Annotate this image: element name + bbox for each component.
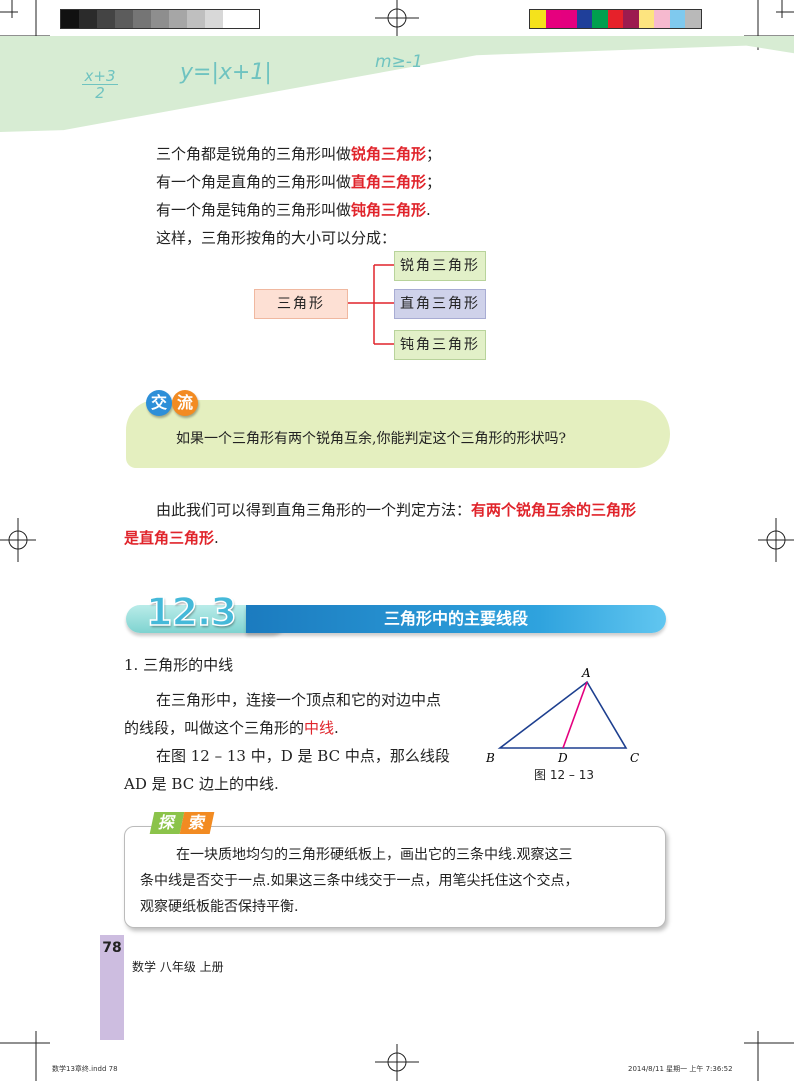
section-title: 三角形中的主要线段 — [383, 609, 528, 628]
slug-left: 数学13章终.indd 78 — [52, 1065, 118, 1073]
color-swatch — [669, 10, 685, 28]
color-swatch — [545, 10, 561, 28]
median-definition: 在三角形中，连接一个顶点和它的对边中点 的线段，叫做这个三角形的中线. 在图 1… — [124, 686, 474, 798]
header-formula-inequality: m≥-1 — [375, 52, 423, 72]
class-acute-triangle: 锐角三角形 — [394, 251, 486, 281]
median-ad — [562, 681, 588, 749]
explore-box — [124, 826, 666, 928]
page-number-strip — [100, 935, 124, 1040]
exchange-tag-1: 交 — [146, 390, 172, 416]
label-vertex-b: B — [485, 751, 495, 765]
label-vertex-c: C — [630, 751, 639, 765]
gray-swatch — [205, 10, 223, 28]
term-right: 直角三角形 — [351, 173, 427, 191]
color-swatch — [576, 10, 592, 28]
section-number: 12.3 — [145, 589, 237, 635]
header-formula-abs: y=|x+1| — [180, 60, 272, 85]
intro-definitions: 三个角都是锐角的三角形叫做锐角三角形； 有一个角是直角的三角形叫做直角三角形； … — [156, 140, 441, 252]
intro-line-classify: 这样，三角形按角的大小可以分成： — [156, 229, 397, 247]
gray-swatch — [97, 10, 115, 28]
gray-swatch — [133, 10, 151, 28]
term-acute: 锐角三角形 — [351, 145, 427, 163]
gray-swatch — [79, 10, 97, 28]
explore-tag-2: 索 — [179, 812, 215, 834]
grayscale-calibration-bar — [60, 9, 260, 29]
median-triangle-figure: A B C D — [485, 666, 639, 765]
label-midpoint-d: D — [557, 751, 568, 765]
figure-caption: 图 12 – 13 — [534, 768, 594, 782]
label-vertex-a: A — [581, 666, 591, 680]
gray-swatch — [61, 10, 79, 28]
gray-swatch — [169, 10, 187, 28]
conclusion-paragraph: 由此我们可以得到直角三角形的一个判定方法：有两个锐角互余的三角形 是直角三角形. — [124, 501, 637, 547]
exchange-bubble — [126, 400, 670, 468]
explore-tag-1: 探 — [149, 812, 185, 834]
intro-line-obtuse: 有一个角是钝角的三角形叫做钝角三角形. — [156, 201, 431, 219]
triangle-abc — [497, 680, 628, 749]
gray-swatch — [151, 10, 169, 28]
color-swatch — [561, 10, 577, 28]
section-title-bar — [246, 605, 666, 633]
term-right-criterion-2: 是直角三角形 — [124, 529, 215, 547]
median-example-line1: 在图 12 – 13 中，D 是 BC 中点，那么线段 — [156, 747, 450, 765]
color-swatch — [530, 10, 546, 28]
color-calibration-bar — [529, 9, 702, 29]
explore-tag: 探 索 — [149, 812, 216, 834]
class-obtuse-triangle: 钝角三角形 — [394, 330, 486, 360]
explore-text: 在一块质地均匀的三角形硬纸板上，画出它的三条中线.观察这三 条中线是否交于一点.… — [140, 847, 579, 915]
exchange-question: 如果一个三角形有两个锐角互余,你能判定这个三角形的形状吗? — [176, 431, 566, 447]
intro-line-acute: 三个角都是锐角的三角形叫做锐角三角形； — [156, 145, 442, 163]
gray-swatch — [223, 10, 241, 28]
median-subheading: 1. 三角形的中线 — [124, 656, 234, 674]
median-example-line2: AD 是 BC 边上的中线. — [124, 775, 279, 793]
term-right-criterion-1: 有两个锐角互余的三角形 — [471, 501, 637, 519]
color-swatch — [654, 10, 670, 28]
term-median: 中线 — [304, 719, 335, 737]
class-root-triangle: 三角形 — [254, 289, 348, 319]
intro-line-right: 有一个角是直角的三角形叫做直角三角形； — [156, 173, 442, 191]
slug-right: 2014/8/11 星期一 上午 7:36:52 — [628, 1065, 733, 1073]
exchange-tag-2: 流 — [172, 390, 198, 416]
color-swatch — [685, 10, 701, 28]
classification-connectors — [346, 264, 394, 345]
class-right-triangle: 直角三角形 — [394, 289, 486, 319]
book-title: 数学 八年级 上册 — [132, 960, 224, 974]
term-obtuse: 钝角三角形 — [351, 201, 427, 219]
gray-swatch — [187, 10, 205, 28]
gray-swatch — [115, 10, 133, 28]
color-swatch — [607, 10, 623, 28]
page-number: 78 — [102, 940, 122, 956]
color-swatch — [592, 10, 608, 28]
color-swatch — [638, 10, 654, 28]
color-swatch — [623, 10, 639, 28]
gray-swatch — [241, 10, 259, 28]
